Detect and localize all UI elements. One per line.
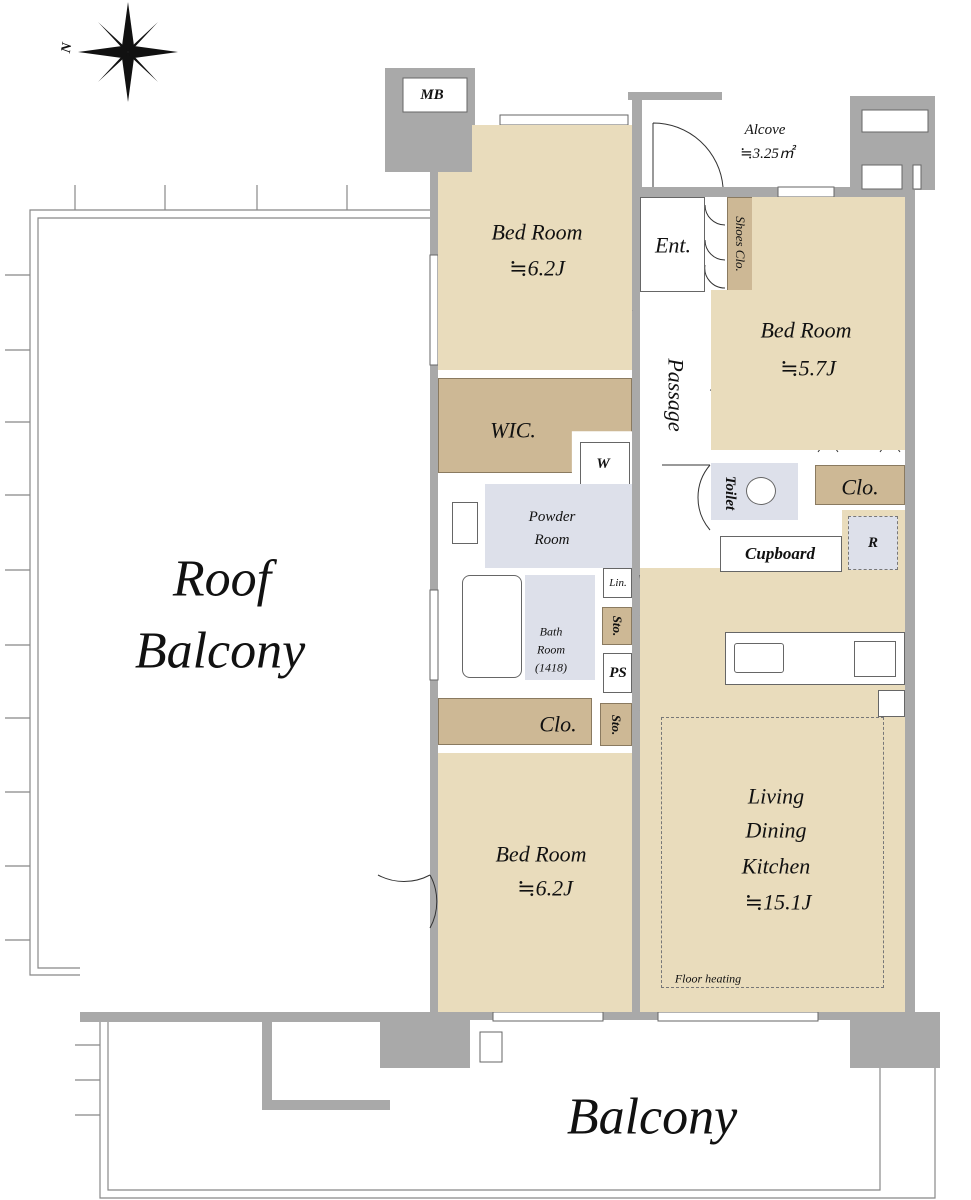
closet-right-label: Clo. [841, 474, 879, 500]
refrigerator-label: R [867, 535, 879, 552]
wic-label: WIC. [490, 417, 536, 443]
cupboard-label: Cupboard [745, 544, 815, 564]
storage-2-label: Sto. [608, 714, 624, 736]
closet-right [815, 465, 905, 505]
passage-label: Passage [663, 358, 689, 432]
shoes-closet-label: Shoes Clo. [732, 216, 748, 272]
floor-heating-zone [661, 717, 884, 988]
bath-room-label-2: Room [537, 642, 565, 657]
cupboard [720, 536, 842, 572]
linen-closet [603, 568, 632, 598]
powder-room [485, 484, 632, 568]
storage-1-label: Sto. [609, 615, 625, 637]
linen-label: Lin. [609, 577, 627, 590]
storage-2 [600, 703, 632, 746]
toilet-bowl-icon [746, 477, 776, 505]
bedroom-3-size: ≒6.2J [517, 875, 573, 901]
ldk-label-1: Living [747, 783, 805, 809]
bedroom-3-label: Bed Room [495, 841, 587, 867]
ldk-size: ≒15.1J [744, 889, 812, 915]
mb-label: MB [420, 87, 444, 104]
powder-room-label-1: Powder [528, 509, 576, 526]
pipe-space [603, 653, 632, 693]
closet-lower [438, 698, 592, 745]
roof-balcony-label-1: Roof [172, 550, 272, 608]
bedroom-2-lower [711, 290, 771, 450]
closet-lower-label: Clo. [539, 711, 577, 737]
balcony-outline [75, 1022, 936, 1199]
entrance-label: Ent. [654, 232, 692, 258]
bathtub-icon [462, 575, 522, 678]
toilet-label: Toilet [721, 475, 738, 511]
bedroom-3 [438, 753, 632, 1012]
refrigerator-space [848, 516, 898, 570]
stove-icon [854, 641, 896, 677]
bedroom-2-size: ≒5.7J [780, 355, 836, 381]
washer-label: W [596, 456, 610, 473]
washbasin-icon [452, 502, 478, 544]
powder-room-label-2: Room [534, 532, 570, 549]
balcony-label: Balcony [566, 1088, 738, 1146]
roof-balcony-label-2: Balcony [134, 622, 306, 680]
compass-rose-icon [78, 2, 178, 102]
wall-notch [438, 120, 472, 172]
roof-balcony-outline [5, 185, 430, 976]
alcove-size: ≒3.25㎡ [740, 146, 794, 163]
bedroom-1-label: Bed Room [491, 219, 583, 245]
bedroom-1-size: ≒6.2J [509, 255, 565, 281]
bath-room [525, 575, 595, 680]
pipe-space-label: PS [609, 665, 627, 682]
alcove-label: Alcove [744, 122, 786, 139]
bath-room-label-3: (1418) [535, 660, 567, 675]
fridge-side-unit [878, 690, 905, 717]
bath-room-label-1: Bath [539, 624, 563, 639]
floor-heating-label: Floor heating [674, 971, 742, 986]
toilet-room [711, 463, 798, 520]
kitchen-counter [725, 632, 905, 685]
ldk-label-3: Kitchen [741, 853, 811, 879]
bedroom-2 [752, 197, 905, 450]
bedroom-2-label: Bed Room [760, 317, 852, 343]
ldk-label-2: Dining [745, 817, 807, 843]
storage-1 [602, 607, 632, 645]
sink-icon [734, 643, 784, 673]
entrance [640, 197, 705, 292]
